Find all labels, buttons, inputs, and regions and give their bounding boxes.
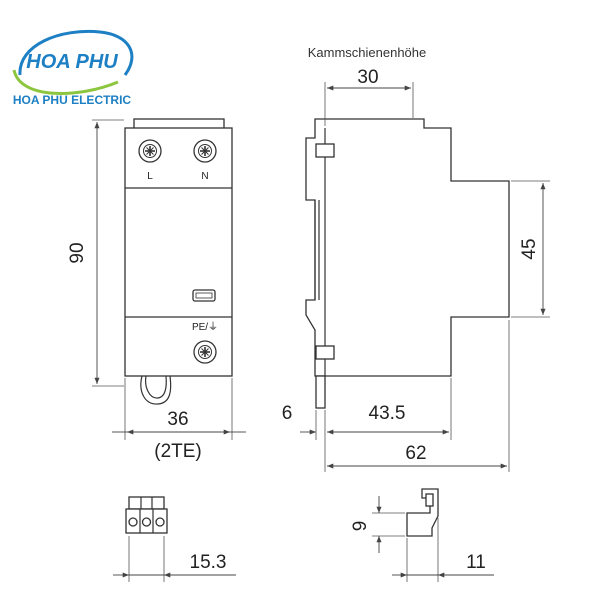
logo-text: HOA PHU	[26, 51, 118, 73]
terminal-pe-label: PE/⏚	[192, 321, 218, 333]
dim-depth-43-5: 43.5	[369, 403, 406, 424]
plug-side-view: 9 11	[350, 488, 494, 582]
din-clip	[140, 375, 172, 405]
company-name: HOA PHU ELECTRIC	[13, 93, 132, 107]
plug-pin-icon	[128, 517, 138, 527]
plug-front-view: 15.3	[113, 496, 236, 582]
terminal-n-screw-icon	[193, 139, 217, 163]
dim-plug-width-15-3: 15.3	[190, 552, 227, 573]
plug-pin-icon	[155, 517, 165, 527]
din-clip-inner	[145, 375, 167, 399]
dim-plug-side-11: 11	[466, 552, 486, 573]
terminal-l-screw-icon	[138, 139, 162, 163]
terminal-pe-screw-icon	[193, 340, 217, 364]
plug-pin-icon	[141, 517, 152, 527]
front-housing	[124, 127, 233, 377]
side-housing	[305, 118, 510, 377]
dim-total-depth-62: 62	[405, 443, 426, 464]
side-top-stub	[315, 143, 335, 158]
front-view: L N PE/⏚ 90 36 (2TE)	[67, 118, 246, 462]
brand-logo: HOA PHU HOA PHU ELECTRIC	[12, 29, 134, 107]
dim-clip-6: 6	[282, 403, 293, 424]
dim-busbar-30: 30	[357, 67, 378, 88]
logo-emblem-icon: HOA PHU	[12, 29, 134, 95]
side-bottom-stub	[315, 345, 335, 360]
side-view: Kammschienenhöhe 30 45 6 43.5 62	[282, 45, 550, 472]
side-din-clip	[315, 375, 326, 409]
busbar-height-title: Kammschienenhöhe	[308, 45, 427, 60]
logo-swoosh-top	[18, 29, 134, 76]
terminal-n-label: N	[201, 171, 208, 182]
plug-front-top	[128, 496, 165, 510]
logo-swoosh-bottom	[12, 69, 119, 95]
dim-width-36: 36	[167, 409, 188, 430]
status-indicator	[195, 292, 213, 299]
terminal-l-label: L	[147, 171, 153, 182]
dim-plug-height-9: 9	[350, 521, 371, 532]
dim-rail-45: 45	[519, 238, 540, 259]
dim-height-90: 90	[67, 242, 88, 263]
dim-width-2te: (2TE)	[154, 441, 202, 462]
plug-side-latch	[425, 493, 434, 507]
